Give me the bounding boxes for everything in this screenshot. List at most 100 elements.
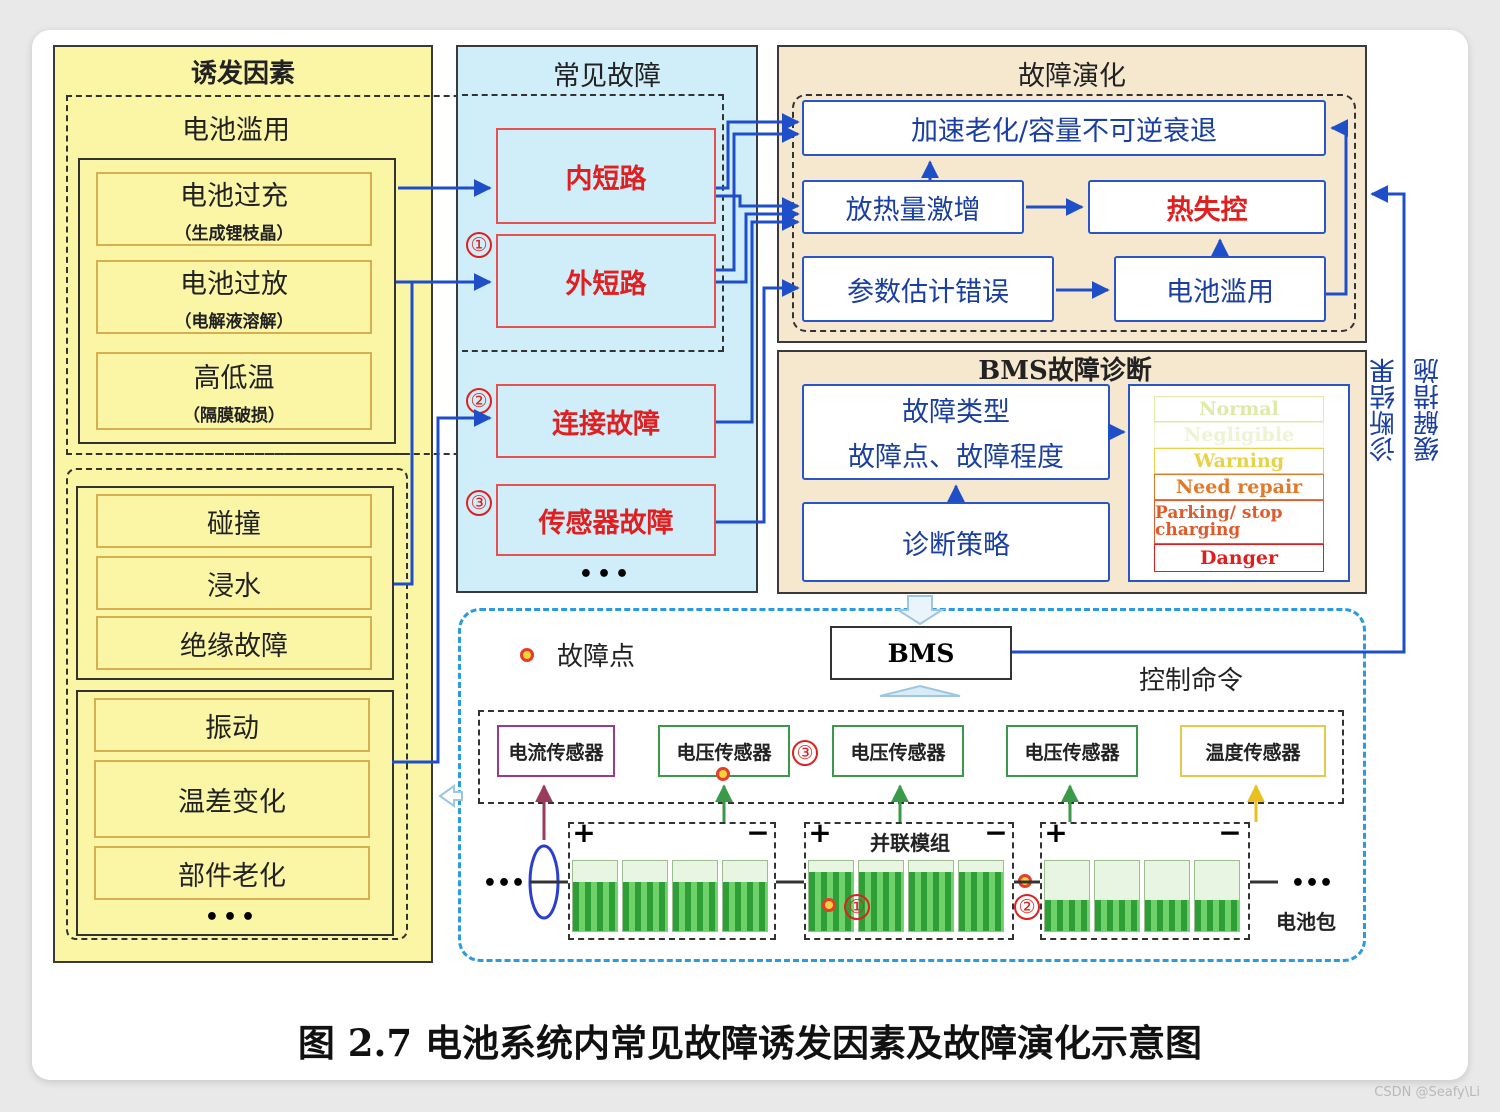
battery-cell [1044, 860, 1090, 932]
sensor-fault-box: 传感器故障 [496, 484, 716, 556]
fault-level-normal: Normal [1154, 396, 1324, 422]
battery-abuse-title: 电池滥用 [182, 114, 290, 146]
battery-module-1 [568, 822, 776, 940]
inducing-ellipsis: ••• [204, 904, 260, 930]
collision-box: 碰撞 [96, 494, 372, 548]
battery-cell-charge [723, 882, 767, 931]
module1-minus: − [746, 815, 770, 849]
overcharge-box: 电池过充 （生成锂枝晶） [96, 172, 372, 246]
temperature-box: 高低温 （隔膜破损） [96, 352, 372, 430]
fault-point-legend-icon [520, 648, 534, 662]
sensor-fault-marker-3: ③ [792, 740, 818, 766]
fault-type-line2: 故障点、故障程度 [848, 442, 1064, 473]
overdischarge-label: 电池过放 [180, 269, 288, 300]
connection-fault-point [1018, 874, 1032, 888]
battery-cell [808, 860, 854, 932]
module2-plus: + [808, 815, 832, 849]
accelerated-aging-box: 加速老化/容量不可逆衰退 [802, 100, 1326, 156]
battery-cell [1144, 860, 1190, 932]
heat-surge-box: 放热量激增 [802, 180, 1024, 234]
fault-marker-2: ② [466, 388, 492, 414]
battery-cell-charge [959, 871, 1003, 931]
evolution-battery-abuse-box: 电池滥用 [1114, 256, 1326, 322]
diagnosis-strategy-box: 诊断策略 [802, 502, 1110, 582]
figure-caption: 图 2.7 电池系统内常见故障诱发因素及故障演化示意图 [297, 1021, 1203, 1065]
sensor-fault-point [716, 767, 730, 781]
battery-cell-charge [1095, 899, 1139, 931]
internal-short-box: 内短路 [496, 128, 716, 224]
mitigation-label: 缓解措施 [1413, 358, 1444, 462]
battery-module-2 [804, 822, 1014, 940]
fault-type-box: 故障类型 故障点、故障程度 [802, 384, 1110, 480]
fault-marker-3: ③ [466, 490, 492, 516]
overdischarge-note: （电解液溶解） [174, 312, 294, 332]
battery-module-3 [1040, 822, 1250, 940]
battery-cell [1094, 860, 1140, 932]
temperature-note: （隔膜破损） [183, 406, 285, 426]
connection-fault-box: 连接故障 [496, 384, 716, 458]
overcharge-label: 电池过充 [180, 181, 288, 212]
bms-diagnosis-title: BMS故障诊断 [978, 355, 1152, 386]
bms-box: BMS [830, 626, 1012, 680]
module1-plus: + [572, 815, 596, 849]
module2-minus: − [984, 815, 1008, 849]
control-command-label: 控制命令 [1138, 665, 1243, 696]
cell-fault-marker-2: ② [1014, 894, 1040, 920]
temperature-label: 高低温 [193, 363, 275, 394]
fault-point-legend-label: 故障点 [556, 641, 635, 672]
pack-ellipsis-left: ••• [482, 870, 526, 896]
watermark: CSDN @Seafy\Li [1374, 1084, 1480, 1100]
battery-cell-charge [909, 871, 953, 931]
external-short-box: 外短路 [496, 234, 716, 328]
faults-ellipsis: ••• [578, 561, 634, 587]
aging-frame [76, 690, 394, 936]
battery-cell [722, 860, 768, 932]
flooding-box: 浸水 [96, 556, 372, 610]
fault-level-parking-stop-charging: Parking/ stop charging [1154, 500, 1324, 544]
battery-cell-charge [623, 882, 667, 931]
battery-cell [958, 860, 1004, 932]
fault-marker-1: ① [466, 232, 492, 258]
voltage-sensor-2: 电压传感器 [832, 725, 964, 777]
fault-evolution-title: 故障演化 [1018, 60, 1126, 92]
battery-cell-charge [1045, 899, 1089, 931]
fault-level-negligible: Negligible [1154, 422, 1324, 448]
vibration-box: 振动 [94, 698, 370, 752]
parallel-module-label: 并联模组 [870, 830, 950, 855]
overdischarge-box: 电池过放 （电解液溶解） [96, 260, 372, 334]
fault-level-warning: Warning [1154, 448, 1324, 474]
module3-minus: − [1218, 815, 1242, 849]
inducing-factors-title: 诱发因素 [190, 58, 295, 89]
temperature-diff-box: 温差变化 [94, 760, 370, 838]
voltage-sensor-3: 电压传感器 [1006, 725, 1138, 777]
battery-abuse-group-bottom [66, 453, 406, 455]
insulation-fault-box: 绝缘故障 [96, 616, 372, 670]
param-error-box: 参数估计错误 [802, 256, 1054, 322]
battery-cell-charge [1145, 899, 1189, 931]
battery-cell [1194, 860, 1240, 932]
current-sensor: 电流传感器 [497, 725, 615, 777]
thermal-runaway-box: 热失控 [1088, 180, 1326, 234]
battery-pack-label: 电池包 [1276, 909, 1336, 934]
cell-fault-marker-1: ① [844, 894, 870, 920]
module3-plus: + [1044, 815, 1068, 849]
fault-type-line1: 故障类型 [902, 397, 1010, 428]
temperature-sensor: 温度传感器 [1180, 725, 1326, 777]
pack-ellipsis-right: ••• [1290, 870, 1334, 896]
fault-level-need-repair: Need repair [1154, 474, 1324, 500]
battery-cell [672, 860, 718, 932]
battery-cell [572, 860, 618, 932]
battery-cell-charge [673, 882, 717, 931]
component-aging-box: 部件老化 [94, 846, 370, 900]
fault-level-danger: Danger [1154, 544, 1324, 572]
common-faults-title: 常见故障 [553, 60, 661, 92]
diagnosis-result-label: 诊断结果 [1369, 358, 1400, 462]
battery-cell-charge [573, 882, 617, 931]
internal-short-fault-point [822, 898, 836, 912]
overcharge-note: （生成锂枝晶） [174, 224, 294, 244]
battery-cell-charge [1195, 899, 1239, 931]
battery-cell [908, 860, 954, 932]
battery-cell [622, 860, 668, 932]
